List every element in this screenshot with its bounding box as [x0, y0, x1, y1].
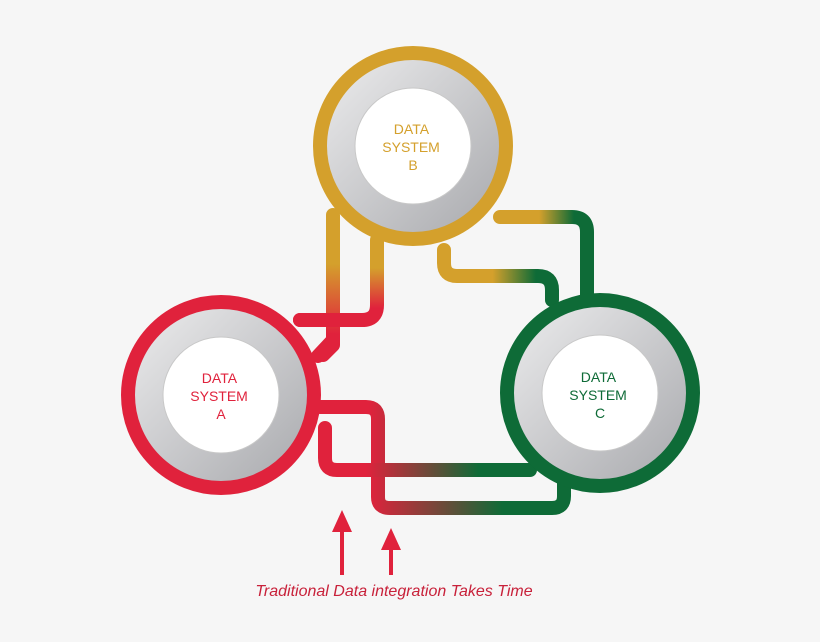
- svg-text:DATA SYSTEM A: DATA SYSTEM A: [190, 370, 251, 422]
- node-c-line2: SYSTEM: [569, 387, 627, 403]
- pipes-b-c: [437, 210, 594, 307]
- pipes-a-c: [313, 400, 571, 515]
- caption: Traditional Data integration Takes Time: [255, 583, 532, 600]
- node-b-line2: SYSTEM: [382, 139, 440, 155]
- node-a-line1: DATA: [202, 370, 238, 386]
- pipe-a-b-3: [311, 333, 340, 363]
- pipe-a-c-2: [318, 421, 537, 477]
- node-c-line3: C: [595, 405, 605, 421]
- pipe-b-c-1: [493, 210, 594, 307]
- node-data-system-c: DATA SYSTEM C: [500, 293, 700, 493]
- node-b-line3: B: [408, 157, 417, 173]
- svg-text:DATA SYSTEM B: DATA SYSTEM B: [382, 121, 443, 173]
- pipes-a-b: [293, 208, 384, 363]
- pipe-b-c-2: [437, 243, 559, 307]
- node-b-line1: DATA: [394, 121, 430, 137]
- pipe-a-b-2: [293, 233, 384, 327]
- pipe-a-c-1: [313, 400, 571, 515]
- node-data-system-b: DATA SYSTEM B: [313, 46, 513, 246]
- arrow-up-icon-2: [381, 528, 401, 575]
- node-data-system-a: DATA SYSTEM A: [121, 295, 321, 495]
- node-a-line3: A: [216, 406, 226, 422]
- node-c-line1: DATA: [581, 369, 617, 385]
- node-a-line2: SYSTEM: [190, 388, 248, 404]
- svg-text:DATA SYSTEM C: DATA SYSTEM C: [569, 369, 630, 421]
- arrow-up-icon-1: [332, 510, 352, 575]
